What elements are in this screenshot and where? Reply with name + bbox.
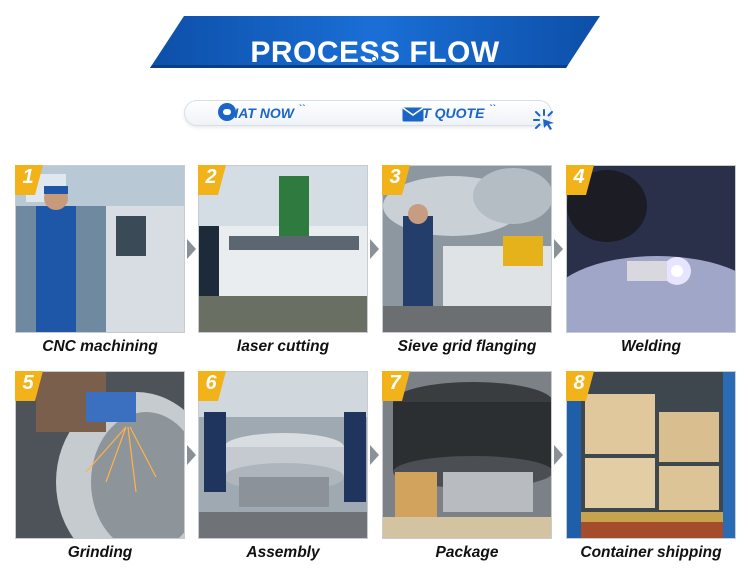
step-number: 6: [205, 372, 217, 394]
step-number: 5: [22, 372, 34, 394]
step-badge-7: 7: [382, 371, 410, 401]
flow-arrow-icon: [554, 445, 563, 465]
flow-arrow-icon: [187, 445, 196, 465]
step-photo-package: [382, 371, 552, 539]
step-photo-grinding: [15, 371, 185, 539]
flow-arrow-icon: [187, 239, 196, 259]
step-caption: Sieve grid flanging: [397, 338, 537, 355]
step-number: 4: [573, 166, 585, 188]
step-photo-laser-cutting: [198, 165, 368, 333]
process-flow-banner: PROCESS FLOW: [150, 16, 600, 69]
step-number: 8: [573, 372, 585, 394]
step-badge-5: 5: [15, 371, 43, 401]
quote-ticks: ``: [488, 103, 496, 115]
chat-ticks: ``: [297, 103, 305, 115]
step-caption: Package: [435, 544, 499, 561]
action-bar: CHAT NOW `` GET QUOTE ``: [184, 100, 552, 126]
step-photo-assembly: [198, 371, 368, 539]
mail-icon[interactable]: [402, 107, 424, 122]
step-caption: Container shipping: [580, 544, 722, 561]
step-badge-3: 3: [382, 165, 410, 195]
step-caption: laser cutting: [236, 338, 330, 355]
step-caption: Welding: [621, 338, 681, 355]
step-caption: CNC machining: [42, 338, 158, 355]
step-badge-8: 8: [566, 371, 594, 401]
chat-bubble-icon[interactable]: [218, 103, 236, 121]
step-number: 7: [389, 372, 401, 394]
step-photo-cnc-machining: [15, 165, 185, 333]
chat-now-label: CHAT NOW: [218, 105, 294, 121]
step-number: 2: [205, 166, 217, 188]
step-badge-2: 2: [198, 165, 226, 195]
step-caption: Grinding: [67, 544, 133, 561]
step-number: 3: [389, 166, 401, 188]
flow-arrow-icon: [370, 445, 379, 465]
flow-arrow-icon: [370, 239, 379, 259]
flow-arrow-icon: [554, 239, 563, 259]
step-photo-container-shipping: [566, 371, 736, 539]
step-number: 1: [22, 166, 34, 188]
click-cursor-icon: [533, 109, 554, 130]
step-badge-6: 6: [198, 371, 226, 401]
banner-shape: [150, 16, 600, 68]
step-badge-1: 1: [15, 165, 43, 195]
banner-ornament: [371, 56, 377, 62]
step-photo-sieve-grid-flanging: [382, 165, 552, 333]
step-caption: Assembly: [246, 544, 320, 561]
step-badge-4: 4: [566, 165, 594, 195]
page-title: PROCESS FLOW: [250, 36, 500, 69]
chat-now-button[interactable]: CHAT NOW ``: [218, 103, 305, 123]
step-photo-welding: [566, 165, 736, 333]
